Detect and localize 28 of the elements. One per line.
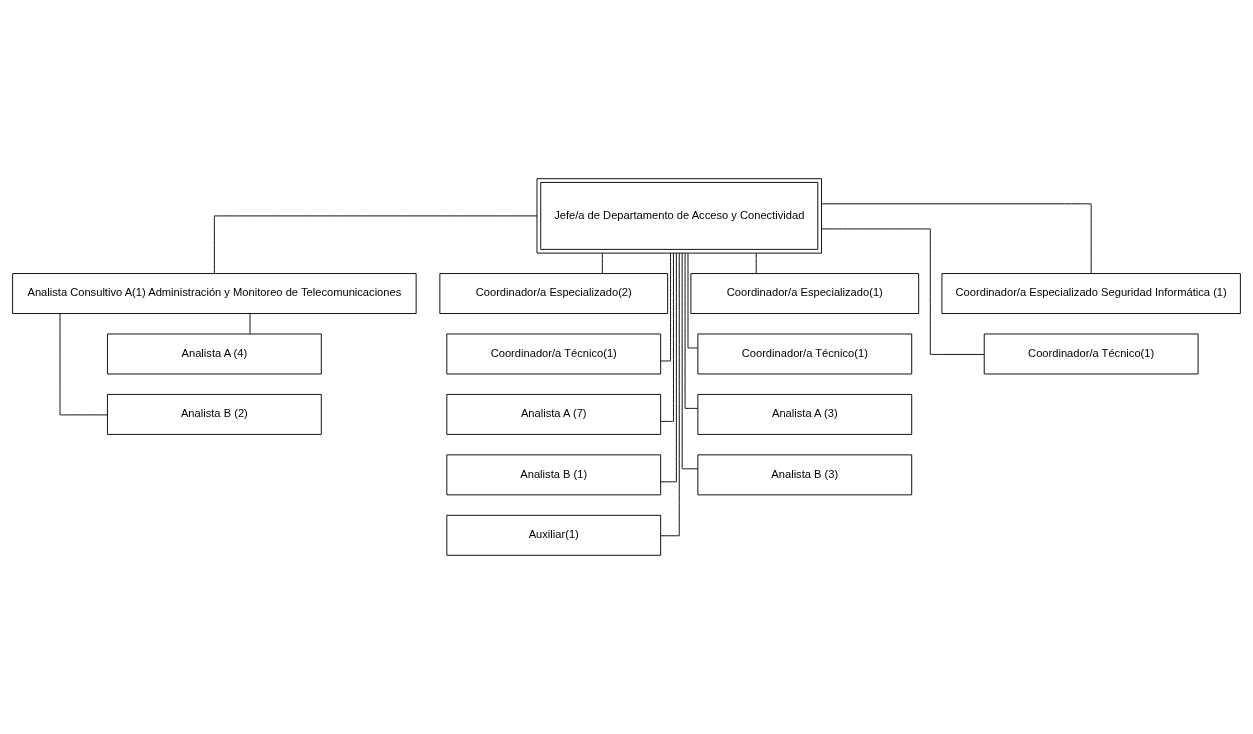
connector [601, 252, 603, 274]
connector [660, 252, 674, 422]
connector [821, 203, 1092, 274]
node-box: Coordinador/a Técnico(1) [983, 333, 1199, 375]
node-box: Coordinador/a Especializado(2) [439, 273, 669, 314]
connector [660, 252, 671, 362]
node-box: Analista B (1) [446, 454, 662, 496]
node-box: Coordinador/a Técnico(1) [697, 333, 913, 375]
node-box: Analista A (3) [697, 393, 913, 435]
connector [660, 252, 680, 537]
connector [59, 313, 108, 416]
connector [687, 252, 698, 349]
node-box: Coordinador/a Especializado(1) [690, 273, 920, 314]
connector [684, 253, 698, 409]
connector [213, 215, 538, 275]
node-box: Analista B (3) [697, 454, 913, 496]
node-box: Auxiliar(1) [446, 514, 662, 556]
node-box: Analista A (7) [446, 393, 662, 435]
connector [660, 252, 677, 483]
node-box: Analista Consultivo A(1) Administración y Monitoreo de Telecomunicaciones [12, 273, 417, 314]
connector [249, 313, 251, 335]
connector [755, 252, 757, 274]
node-box: Coordinador/a Especializado Seguridad Informática (1) [941, 273, 1241, 314]
connector [681, 252, 699, 470]
node-box: Analista B (2) [107, 393, 322, 435]
connector [821, 228, 985, 355]
node-box: Analista A (4) [107, 333, 322, 375]
node-box: Coordinador/a Técnico(1) [446, 333, 662, 375]
